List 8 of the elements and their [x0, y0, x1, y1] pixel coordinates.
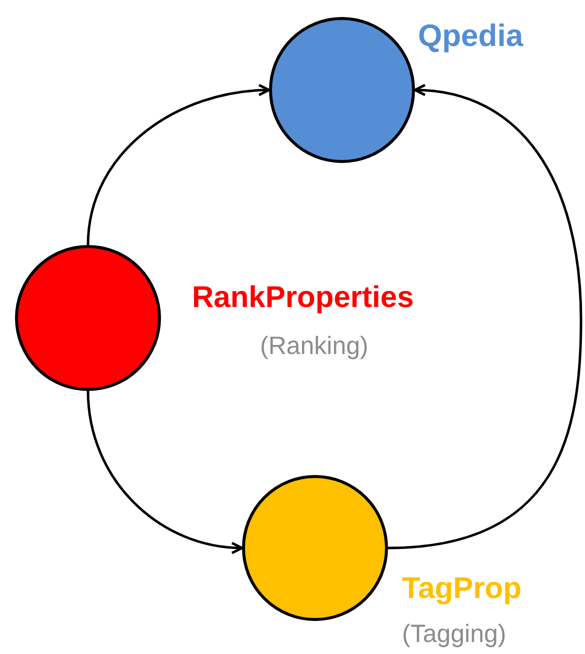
- node-title: TagProp: [402, 574, 522, 604]
- node-title: Qpedia: [418, 20, 524, 51]
- curved-arrow: [86, 390, 244, 554]
- node-subtitle: (Tagging): [402, 622, 506, 647]
- curved-arrow: [388, 84, 582, 550]
- node-subtitle: (Ranking): [260, 334, 368, 359]
- node-title: RankProperties: [192, 283, 414, 313]
- curved-arrow: [86, 84, 270, 246]
